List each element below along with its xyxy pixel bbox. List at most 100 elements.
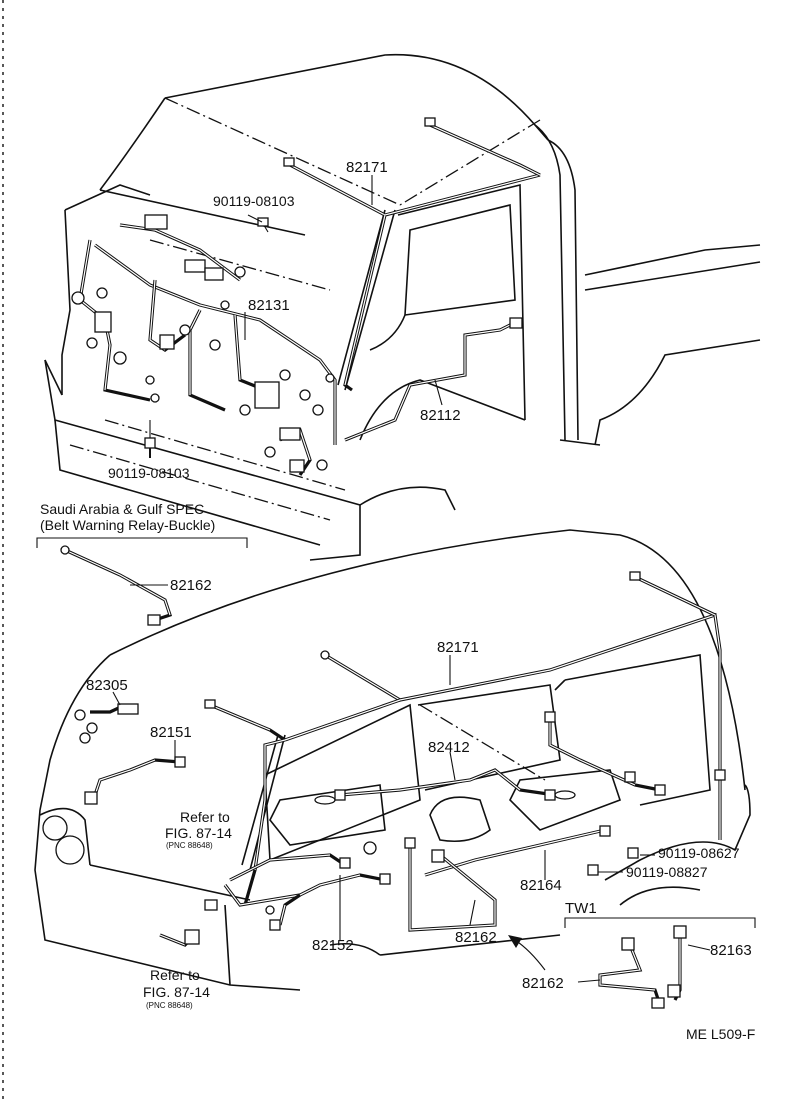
connector-82305 [117, 703, 139, 715]
connector [204, 267, 224, 281]
connector [94, 311, 112, 333]
connector [204, 699, 216, 709]
grommet [113, 351, 127, 365]
connector [714, 769, 726, 781]
bolt-icon [627, 847, 639, 859]
connector [174, 756, 186, 768]
connector [673, 925, 687, 939]
grommet [86, 337, 98, 349]
bolt-icon [587, 864, 599, 876]
lower-van-outline [34, 529, 751, 991]
buckle-switch [431, 849, 445, 863]
dash-harness [71, 214, 337, 476]
refer-bottom-line2: FIG. 87-14 [143, 984, 210, 1000]
grommet [150, 393, 160, 403]
label-82162-detail: 82162 [522, 975, 564, 992]
label-tw1: TW1 [565, 900, 597, 917]
grommet [265, 905, 275, 915]
connector [289, 459, 305, 473]
relay-block [254, 381, 280, 409]
headlight [55, 835, 85, 865]
label-90119-08627: 90119-08627 [658, 845, 740, 861]
connector [624, 771, 636, 783]
grommet [363, 841, 377, 855]
grommet [96, 287, 108, 299]
refer-top-pnc: (PNC 88648) [166, 841, 213, 850]
upper-roof-harness [283, 117, 541, 442]
grommet [145, 375, 155, 385]
label-82305: 82305 [86, 677, 128, 694]
connector [651, 997, 665, 1009]
grommet [79, 732, 91, 744]
refer-top-line2: FIG. 87-14 [165, 825, 232, 841]
label-90119-08103-top: 90119-08103 [213, 193, 295, 209]
grommet [239, 404, 251, 416]
label-82162-saudi: 82162 [170, 577, 212, 594]
grommet [299, 389, 311, 401]
label-90119-08827: 90119-08827 [626, 864, 708, 880]
saudi-title-line1: Saudi Arabia & Gulf SPEC [40, 501, 204, 517]
label-82164: 82164 [520, 877, 562, 894]
connector [144, 214, 168, 230]
connector [269, 919, 281, 931]
label-82151: 82151 [150, 724, 192, 741]
label-82171-upper: 82171 [346, 159, 388, 176]
connector [184, 929, 200, 945]
label-82112: 82112 [420, 407, 461, 424]
connector [320, 650, 330, 660]
grommet [179, 324, 191, 336]
figure-code: ME L509-F [686, 1026, 755, 1042]
grommet [209, 339, 221, 351]
tw1-detail [564, 917, 756, 1009]
label-82163: 82163 [710, 942, 752, 959]
label-82162-lower: 82162 [455, 929, 497, 946]
connector [334, 789, 346, 801]
connector [654, 784, 666, 796]
connector [60, 545, 70, 555]
connector [147, 614, 161, 626]
saudi-title-line2: (Belt Warning Relay-Buckle) [40, 517, 215, 533]
connector [339, 857, 351, 869]
leader [449, 751, 456, 781]
connector [404, 837, 416, 849]
bolt-icon [257, 217, 269, 227]
grommet [264, 446, 276, 458]
connector [204, 899, 218, 911]
connector [279, 427, 301, 441]
connector [599, 825, 611, 837]
connector [629, 571, 641, 581]
headlight [42, 815, 68, 841]
grommet [86, 722, 98, 734]
leader [247, 214, 263, 223]
connector [509, 317, 523, 329]
connector [621, 937, 635, 951]
upper-cab-outline [44, 53, 761, 561]
grommet [74, 709, 86, 721]
leader [434, 379, 443, 406]
label-82412: 82412 [428, 739, 470, 756]
grommet [312, 404, 324, 416]
label-82171-lower: 82171 [437, 639, 479, 656]
label-90119-08103-bottom: 90119-08103 [108, 465, 190, 481]
grommet [220, 300, 230, 310]
grommet [71, 291, 85, 305]
grommet [316, 459, 328, 471]
connector [184, 259, 206, 273]
label-82131: 82131 [248, 297, 290, 314]
fuel-cap [314, 795, 336, 805]
saudi-spec-box: Saudi Arabia & Gulf SPEC (Belt Warning R… [36, 501, 248, 626]
fuel-cap [554, 790, 576, 800]
arrow-icon [508, 935, 546, 971]
lower-van-harness [74, 571, 726, 947]
leader [112, 691, 121, 706]
bolt-icon [144, 437, 156, 449]
label-82152: 82152 [312, 937, 354, 954]
connector [544, 711, 556, 723]
refer-top-line1: Refer to [180, 809, 230, 825]
grommet [279, 369, 291, 381]
connector [283, 157, 295, 167]
refer-bottom-pnc: (PNC 88648) [146, 1001, 193, 1010]
connector [379, 873, 391, 885]
